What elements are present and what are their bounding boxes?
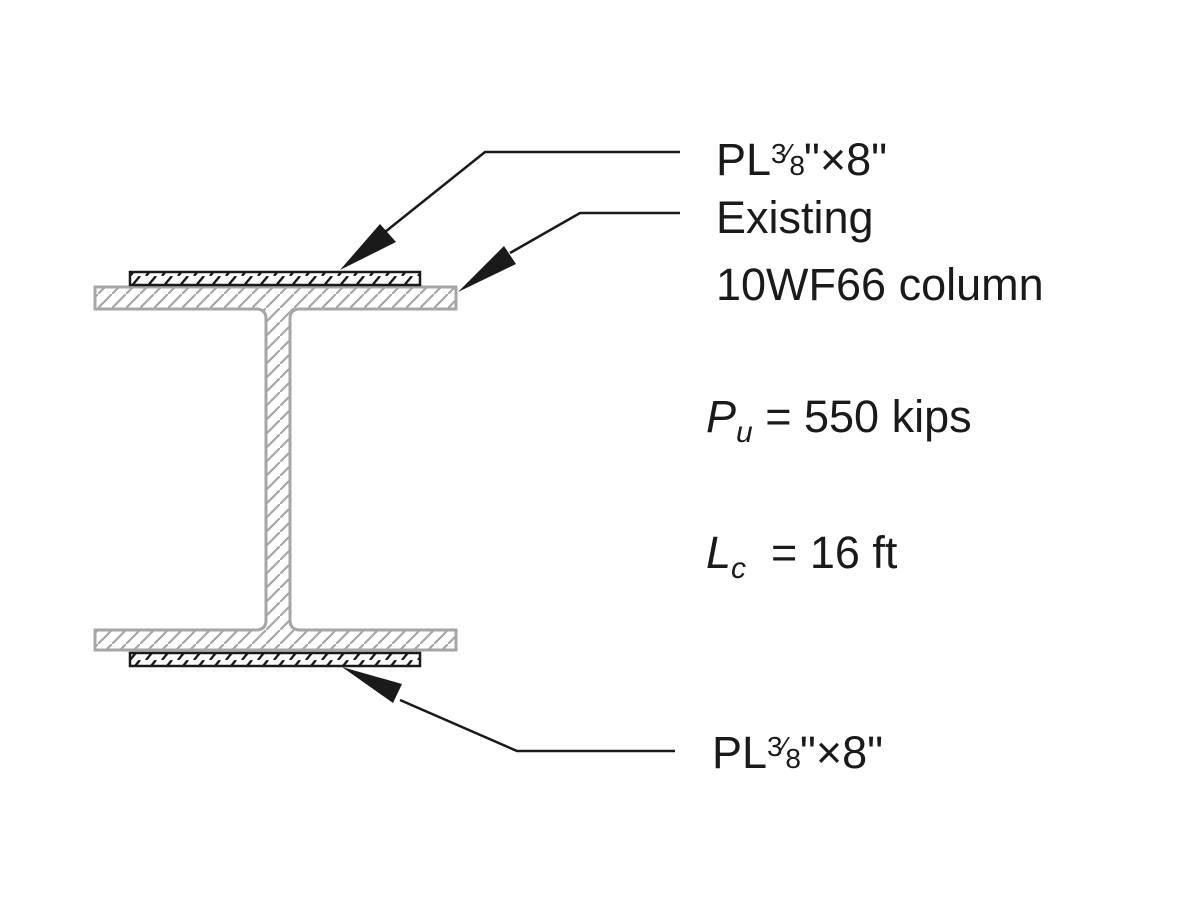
wf-column-section [93, 285, 458, 652]
length-label: Lc = 16 ft [706, 527, 898, 584]
frac-numerator: 3 [771, 138, 787, 169]
top-plate-label: PL3⁄8"×8" [716, 137, 887, 182]
load-value: = 550 kips [765, 391, 972, 442]
leader-top-plate [340, 150, 680, 270]
leader-bottom-plate [342, 667, 675, 753]
existing-label-line1: Existing [716, 192, 874, 243]
load-symbol: P [706, 391, 737, 442]
top-cover-plate [128, 270, 422, 287]
leader-existing-column [458, 211, 680, 292]
load-subscript: u [736, 416, 753, 449]
frac-denominator: 8 [785, 743, 801, 774]
plate-prefix: PL [712, 727, 768, 778]
length-subscript: c [731, 552, 747, 585]
plate-prefix: PL [716, 134, 772, 185]
frac-denominator: 8 [789, 150, 805, 181]
existing-label-line2: 10WF66 column [716, 259, 1044, 310]
bottom-plate-label: PL3⁄8"×8" [712, 730, 883, 775]
length-symbol: L [706, 527, 732, 578]
plate-suffix: "×8" [799, 727, 884, 778]
plate-fraction: 3⁄8 [767, 731, 801, 774]
plate-suffix: "×8" [803, 134, 888, 185]
plate-fraction: 3⁄8 [771, 138, 805, 181]
frac-numerator: 3 [767, 731, 783, 762]
bottom-cover-plate [128, 651, 422, 668]
axial-load-label: Pu = 550 kips [706, 391, 972, 448]
length-value: = 16 ft [771, 527, 898, 578]
